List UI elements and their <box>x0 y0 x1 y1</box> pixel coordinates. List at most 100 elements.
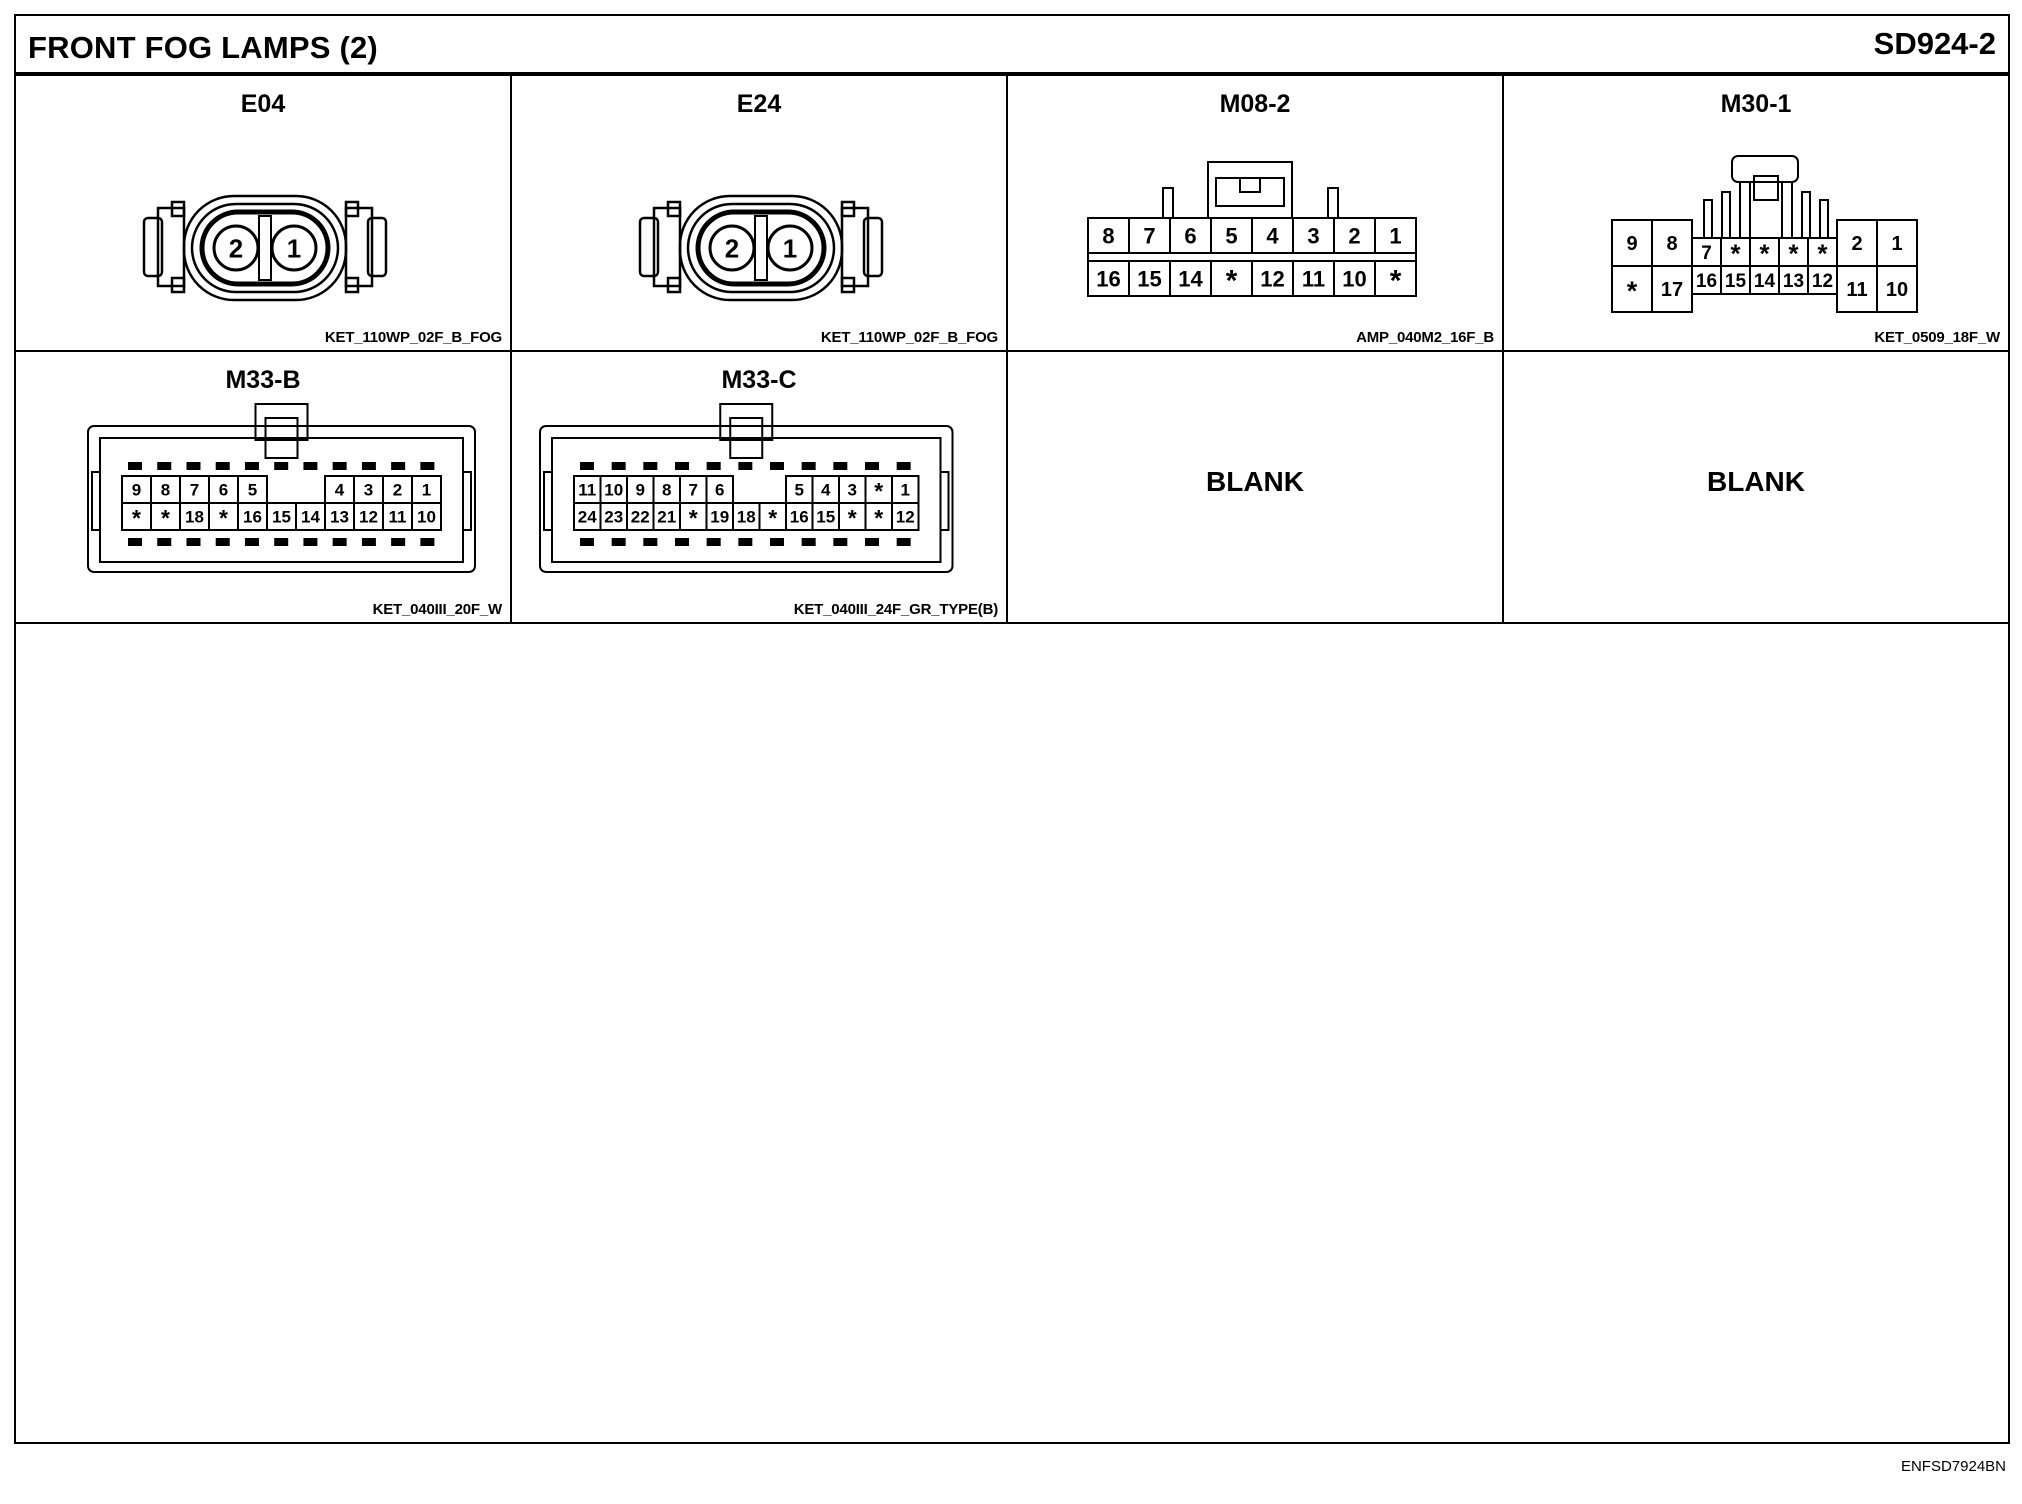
connector-outline <box>695 209 827 287</box>
pin-label: * <box>161 505 170 531</box>
connector-tooth <box>770 462 784 470</box>
connector-outline <box>199 209 331 287</box>
connector-tooth <box>274 462 289 470</box>
connector-tooth <box>801 538 816 546</box>
page-title: FRONT FOG LAMPS (2) <box>28 30 378 65</box>
pin-label: 1 <box>1891 233 1902 255</box>
pin-label: 17 <box>1661 279 1683 301</box>
connector-tooth <box>391 462 406 470</box>
connector-tooth <box>801 462 816 470</box>
pin-label: 9 <box>636 481 645 500</box>
connector-outline <box>87 425 476 573</box>
connector-outline <box>1162 187 1174 219</box>
pin-label: 18 <box>737 508 756 527</box>
pin-label: 12 <box>359 508 378 527</box>
blank-cell: BLANK <box>1008 352 1502 622</box>
connector-tooth <box>332 462 347 470</box>
pin-label: 10 <box>1342 266 1366 291</box>
pin-label: 24 <box>578 508 597 527</box>
connector-outline <box>729 417 764 459</box>
connector-tooth <box>244 538 259 546</box>
pin-label: 4 <box>821 481 831 500</box>
pin-label: * <box>1731 240 1741 268</box>
connector-outline <box>1739 181 1751 239</box>
pin-label: * <box>1818 240 1828 268</box>
pin-label: 12 <box>1812 271 1833 292</box>
pin-label: 8 <box>662 481 671 500</box>
connector-outline <box>862 216 884 278</box>
connector-tooth <box>706 462 721 470</box>
pin-circle <box>766 224 814 272</box>
connector-tooth <box>186 538 201 546</box>
pin-label: 7 <box>689 481 698 500</box>
pin-label: 16 <box>1096 266 1120 291</box>
connector-tooth <box>186 462 201 470</box>
connector-id: E24 <box>736 90 782 118</box>
connector-tooth <box>675 462 689 470</box>
pin-label: 3 <box>364 481 373 500</box>
connector-tooth <box>215 538 230 546</box>
pin-circle <box>708 224 756 272</box>
pin-label: 6 <box>1184 223 1196 248</box>
connector-id: E04 <box>240 90 286 118</box>
connector-outline <box>719 403 774 441</box>
sheet-header: FRONT FOG LAMPS (2) SD924-2 <box>16 16 2008 76</box>
pin-label: * <box>874 505 883 531</box>
pin-label: 18 <box>185 508 204 527</box>
pin-label: * <box>1627 276 1638 306</box>
pin-label: 16 <box>243 508 262 527</box>
pin-label: 15 <box>1725 271 1747 292</box>
connector-tooth <box>896 462 911 470</box>
blank-label: BLANK <box>1206 466 1304 497</box>
pin-label: 12 <box>896 508 915 527</box>
pin-label: 11 <box>1302 266 1325 291</box>
pin-label: 11 <box>578 481 596 500</box>
connector-outline <box>1721 191 1731 239</box>
connector-outline <box>1781 181 1793 239</box>
pin-label: 14 <box>1754 271 1776 292</box>
pin-label: 2 <box>1348 223 1360 248</box>
pin-label: 10 <box>604 481 623 500</box>
connector-outline <box>840 200 856 218</box>
pin-label: 6 <box>715 481 724 500</box>
pin-label: 15 <box>1137 266 1161 291</box>
connector-tooth <box>128 538 142 546</box>
connector-tooth <box>896 538 911 546</box>
connector-tooth <box>244 462 259 470</box>
connector-tooth <box>157 538 172 546</box>
pin-label: 7 <box>1143 223 1155 248</box>
pin-label: 15 <box>272 508 291 527</box>
connector-tooth <box>420 462 435 470</box>
connector-tooth <box>833 462 848 470</box>
connector-outline <box>1753 175 1779 201</box>
footer-code: ENFSD7924BN <box>1900 1458 2006 1475</box>
pin-label: 12 <box>1260 266 1284 291</box>
connector-tooth <box>420 538 435 546</box>
connector-outline <box>1703 199 1713 239</box>
pin-label: * <box>1226 265 1238 298</box>
pin-label: 3 <box>1307 223 1319 248</box>
pin-circle <box>270 224 318 272</box>
pin-label: 1 <box>783 233 797 263</box>
pin-label: 14 <box>1178 266 1203 291</box>
connector-outline <box>142 216 164 278</box>
connector-id: M33-B <box>225 366 301 394</box>
pin-label: 11 <box>1846 279 1867 301</box>
connector-tooth <box>580 462 594 470</box>
pin-label: * <box>132 505 141 531</box>
pin-label: * <box>874 478 883 504</box>
connector-outline <box>666 276 682 294</box>
pin-cell <box>1374 260 1417 297</box>
connector-outline <box>182 194 348 302</box>
connector-outline <box>543 471 553 531</box>
connector-tooth <box>128 462 142 470</box>
connector-tooth <box>157 462 172 470</box>
pin-label: 2 <box>229 233 243 263</box>
pin-label: 2 <box>393 481 402 500</box>
